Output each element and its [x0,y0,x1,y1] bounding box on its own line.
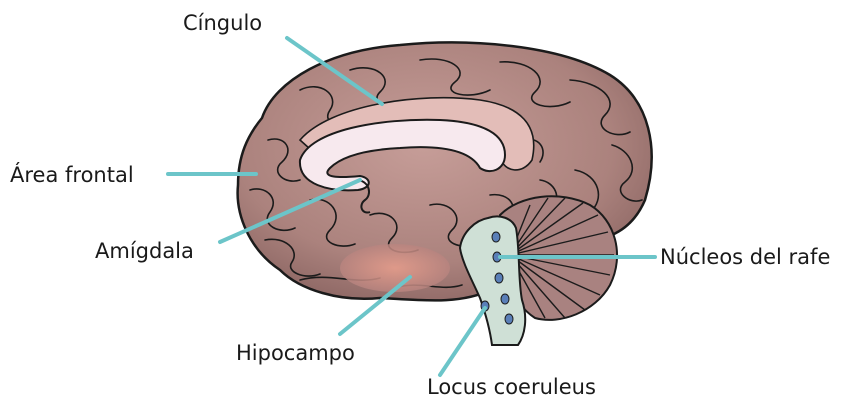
label-area-frontal: Área frontal [10,162,134,187]
label-amigdala: Amígdala [95,239,194,263]
label-nucleos-rafe: Núcleos del rafe [660,245,830,269]
label-cingulo: Cíngulo [183,11,262,35]
leader-locus [440,308,485,375]
label-hipocampo: Hipocampo [236,341,355,365]
label-locus-coeruleus: Locus coeruleus [427,375,596,399]
hippocampus [340,244,450,292]
